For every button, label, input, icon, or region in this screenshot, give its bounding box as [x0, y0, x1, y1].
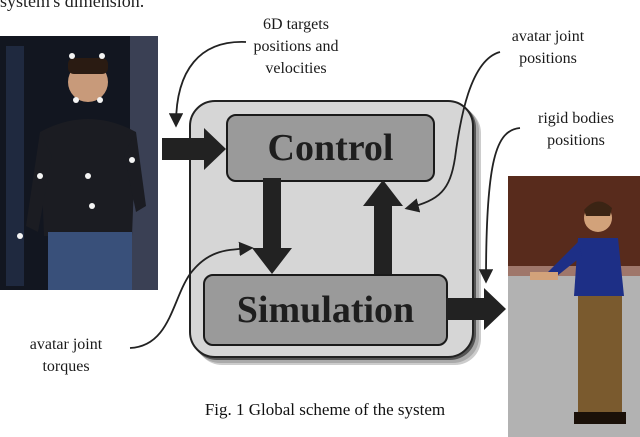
rigid-bodies-leader [478, 127, 521, 284]
rigid-bodies-label: rigid bodies positions [538, 110, 614, 149]
simulation-label: Simulation [236, 289, 415, 331]
figure-caption: Fig. 1 Global scheme of the system [204, 400, 446, 419]
control-label: Control [267, 127, 394, 169]
control-block: Control [226, 114, 435, 182]
torques-label: avatar joint torques [29, 336, 103, 375]
avatar-positions-label: avatar joint positions [511, 28, 585, 67]
avatar-positions-leader [404, 51, 501, 213]
control-to-simulation-arrow [252, 178, 292, 274]
avatar-illustration [508, 176, 640, 437]
actor-illustration [0, 36, 158, 290]
input-arrow [162, 128, 226, 170]
output-arrow [446, 288, 506, 330]
motion-capture-photo [0, 36, 158, 290]
targets-leader [168, 41, 247, 128]
simulation-to-control-arrow [363, 180, 403, 274]
torques-leader [129, 241, 254, 349]
avatar-render [508, 176, 640, 437]
header-fragment: system's dimension. [0, 0, 145, 11]
targets-label: 6D targets positions and velocities [253, 16, 339, 77]
simulation-block: Simulation [203, 274, 448, 346]
